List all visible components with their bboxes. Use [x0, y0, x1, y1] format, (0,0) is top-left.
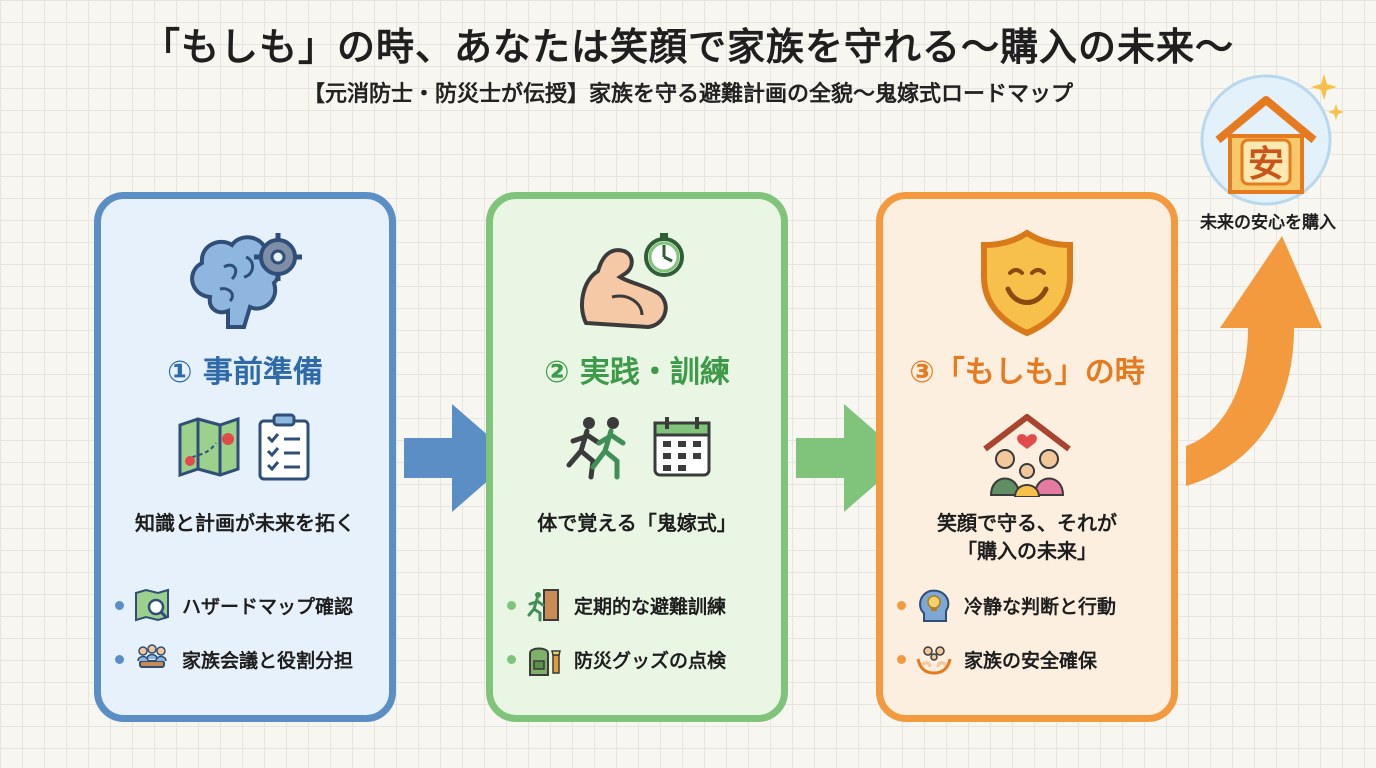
head-bulb-icon [919, 589, 950, 622]
list-item: ハザードマップ確認 [115, 587, 353, 623]
step-title: ③「もしも」の時 [909, 355, 1145, 390]
bullet-label: 冷静な判断と行動 [964, 595, 1117, 618]
bullet-label: 防災グッズの点検 [574, 649, 727, 672]
bullet-label: 家族の安全確保 [964, 649, 1098, 672]
backpack-flashlight-icon [529, 647, 561, 676]
step-caption: 知識と計画が未来を拓く [135, 511, 355, 535]
map-magnifier-icon [135, 588, 169, 622]
arrow-step1-to-step2 [404, 404, 514, 512]
arrow-step3-to-goal [1186, 236, 1322, 486]
step-card-preparation: ① 事前準備 知識と計画が未来を拓く [94, 192, 396, 722]
checklist-icon [258, 413, 310, 481]
list-item: 冷静な判断と行動 [897, 587, 1116, 623]
list-item: 家族会議と役割分担 [115, 641, 353, 677]
family-meeting-icon [137, 644, 167, 668]
caption-line-2: 「購入の未来」 [957, 539, 1097, 563]
family-house-icon [983, 414, 1071, 497]
exit-door-icon [527, 589, 559, 622]
house-bubble-icon: 安 [1200, 74, 1344, 206]
bullet-label: 家族会議と役割分担 [182, 649, 354, 672]
step-caption: 笑顔で守る、それが 「購入の未来」 [883, 509, 1171, 565]
bullet-label: 定期的な避難訓練 [574, 595, 727, 618]
goal-badge-char: 安 [1248, 144, 1284, 185]
smiling-shield-icon [981, 229, 1073, 337]
list-item: 家族の安全確保 [897, 641, 1097, 677]
list-item: 防災グッズの点検 [507, 641, 726, 677]
step-title: ② 実践・訓練 [544, 355, 730, 390]
step-title: ① 事前準備 [167, 355, 323, 390]
list-item: 定期的な避難訓練 [507, 587, 726, 623]
hands-family-icon [916, 646, 952, 675]
bullet-label: ハザードマップ確認 [182, 595, 354, 618]
caption-line-1: 笑顔で守る、それが [937, 511, 1117, 535]
step-card-emergency: ③「もしも」の時 笑顔で守る、それが 「購入の未来」 [876, 192, 1178, 722]
step-caption: 体で覚える「鬼嫁式」 [537, 511, 737, 535]
muscle-stopwatch-icon [580, 233, 684, 330]
arrow-step2-to-step3 [796, 404, 906, 512]
calendar-icon [653, 417, 711, 477]
map-icon [178, 416, 240, 478]
goal-label: 未来の安心を購入 [1200, 213, 1336, 233]
step-card-practice: ② 実践・訓練 体で覚える「鬼嫁式」 [486, 192, 788, 722]
running-people-icon [566, 417, 626, 480]
page-title: 「もしも」の時、あなたは笑顔で家族を守れる〜購入の未来〜 [141, 25, 1234, 69]
brain-gear-icon [190, 233, 302, 329]
page-subtitle: 【元消防士・防災士が伝授】家族を守る避難計画の全貌〜鬼嫁式ロードマップ [302, 82, 1073, 107]
